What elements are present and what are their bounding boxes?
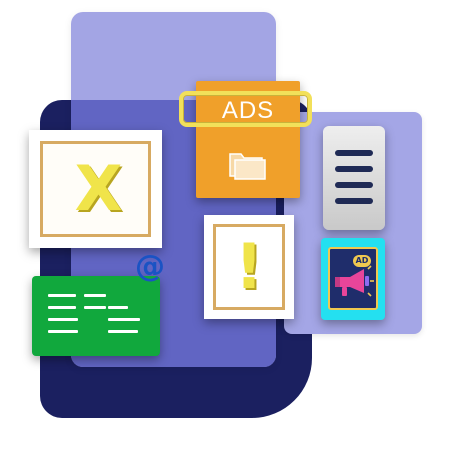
megaphone-icon (335, 265, 374, 297)
ad-card: AD (321, 238, 385, 320)
alert-card-frame: ! (213, 224, 285, 310)
at-symbol-icon: @ (135, 249, 165, 284)
ads-tag-outline (179, 91, 312, 127)
ad-badge: AD (353, 255, 371, 267)
folder-icon (229, 153, 266, 180)
excel-card-frame: X (40, 141, 151, 237)
exclamation-icon: ! (234, 230, 264, 303)
ads-label: ADS (221, 97, 275, 124)
ads-folder-card: ADS (179, 81, 312, 198)
alert-card: ! (204, 215, 294, 319)
excel-x-icon: X (74, 152, 123, 225)
ad-card-inner: AD (328, 247, 378, 310)
menu-card (323, 126, 385, 230)
mail-list-card (32, 276, 160, 356)
excel-card: X (29, 130, 162, 248)
